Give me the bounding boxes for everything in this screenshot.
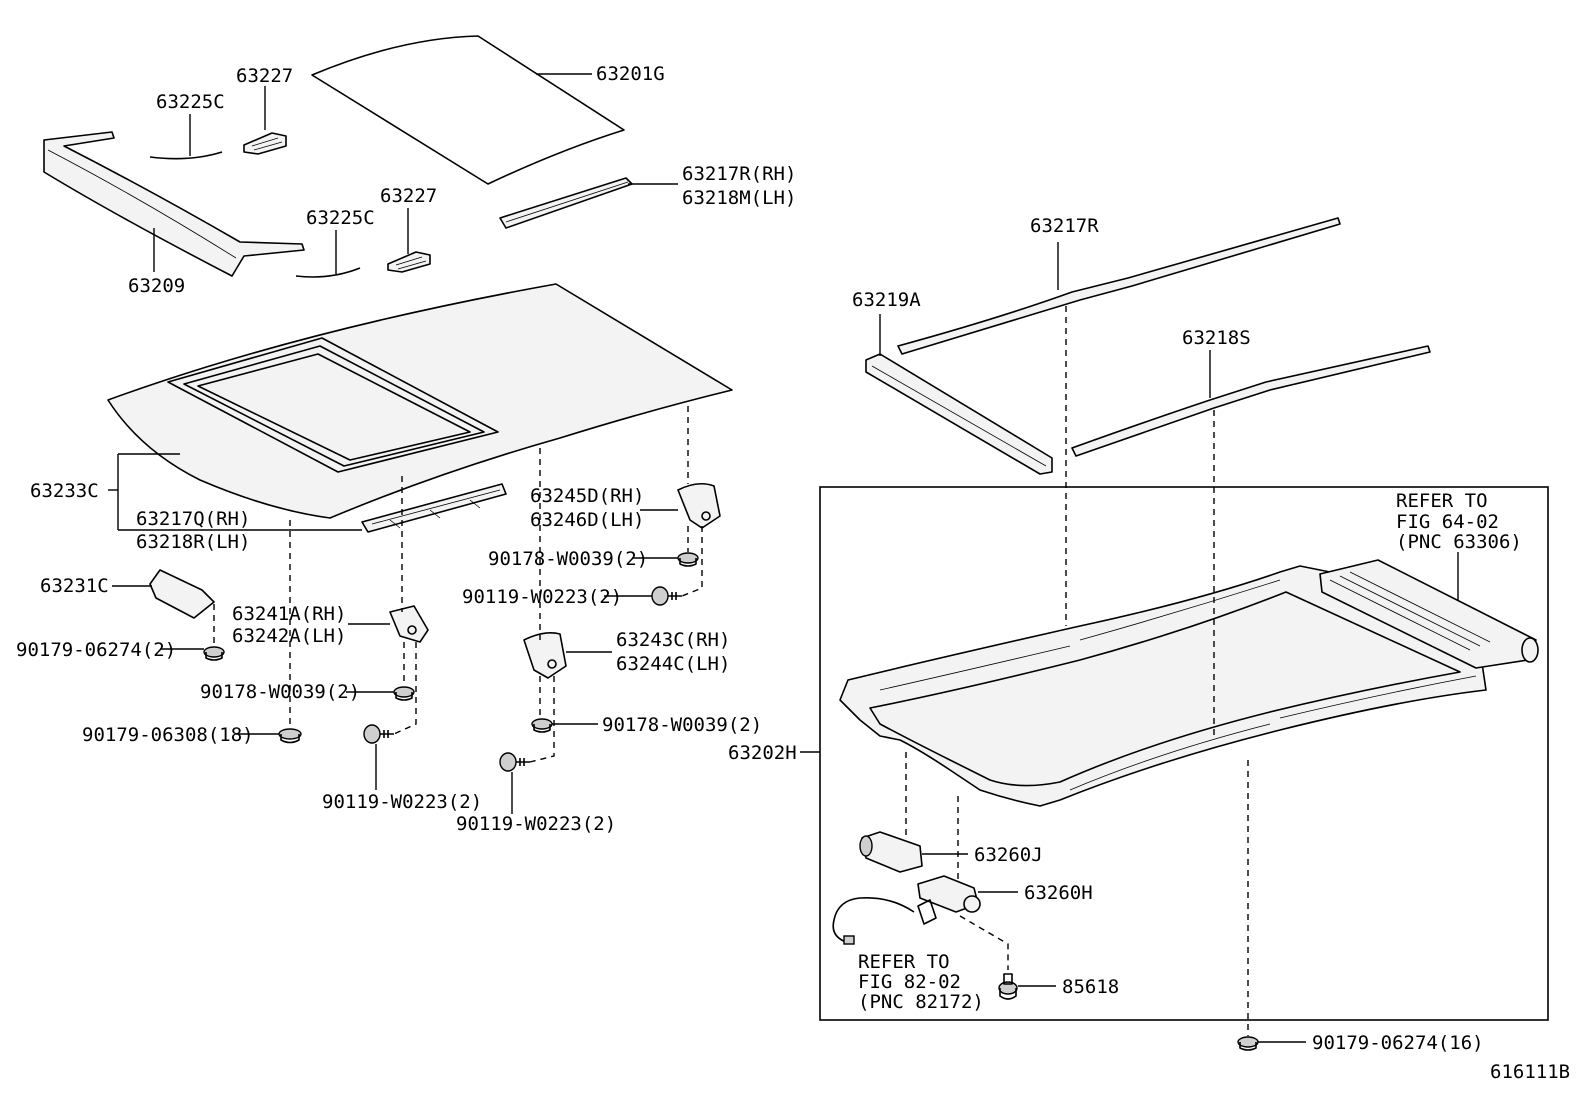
bracket-63231c: [149, 569, 215, 619]
label-63227-lower: 63227: [380, 185, 437, 207]
bracket-63245d-63246d: [677, 482, 721, 529]
screw-85618: [998, 973, 1018, 1000]
label-63241a-rh: 63241A(RH): [232, 603, 346, 625]
label-63233c: 63233C: [30, 480, 99, 502]
refer-to-fig-64-02-line1: REFER TO: [1396, 490, 1488, 512]
clip-63227-upper: [243, 132, 287, 155]
bracket-63241a-63242a: [389, 605, 429, 643]
label-63217r-rh: 63217R(RH): [682, 163, 796, 185]
label-90119-w0223-2c: 90119-W0223(2): [456, 813, 616, 835]
wire-connector: [843, 935, 855, 945]
label-63231c: 63231C: [40, 575, 109, 597]
refer-to-fig-82-02-line3: (PNC 82172): [858, 991, 984, 1013]
diagram-id: 616111B: [1490, 1061, 1570, 1083]
label-63219a: 63219A: [852, 289, 921, 311]
nut-90178-w0039-a: [393, 686, 415, 701]
label-90119-w0223-2b: 90119-W0223(2): [462, 586, 622, 608]
refer-to-fig-82-02-line1: REFER TO: [858, 951, 950, 973]
label-90178-w0039-2c: 90178-W0039(2): [602, 714, 762, 736]
bracket-63243c-63244c: [523, 632, 567, 679]
motor-63260j: [859, 831, 923, 873]
label-63242a-lh: 63242A(LH): [232, 625, 346, 647]
label-63244c-lh: 63244C(LH): [616, 653, 730, 675]
label-63218r-lh: 63218R(LH): [136, 531, 250, 553]
leader-lines: [108, 73, 1459, 1043]
nut-90179-06274-left: [203, 646, 225, 661]
label-90179-06308-18: 90179-06308(18): [82, 724, 254, 746]
label-63202h: 63202H: [728, 742, 797, 764]
label-63225c-upper: 63225C: [156, 91, 225, 113]
refer-to-fig-82-02-line2: FIG 82-02: [858, 971, 961, 993]
rail-strip-63217r-63218m: [499, 177, 633, 229]
weatherstrip-63225c-upper: [149, 151, 223, 160]
label-90179-06274-2: 90179-06274(2): [16, 639, 176, 661]
label-90119-w0223-2a: 90119-W0223(2): [322, 791, 482, 813]
label-90178-w0039-2a: 90178-W0039(2): [200, 681, 360, 703]
part-number-labels: 63201G 63227 63225C 63227 63225C 63209 6…: [16, 63, 1570, 1083]
dashed-install-lines: [213, 306, 1249, 1036]
drain-strip-63218s: [1071, 345, 1431, 457]
switch-63260h: [917, 875, 981, 925]
label-63243c-rh: 63243C(RH): [616, 629, 730, 651]
label-63260j: 63260J: [974, 844, 1043, 866]
clip-63227-lower: [387, 251, 431, 273]
label-63225c-lower: 63225C: [306, 207, 375, 229]
label-63260h: 63260H: [1024, 882, 1093, 904]
label-63245d-rh: 63245D(RH): [530, 485, 644, 507]
side-rail-63217q-63218r: [361, 483, 507, 533]
nut-90179-06308: [278, 728, 302, 744]
nut-90178-w0039-c: [531, 718, 553, 733]
drain-strip-63217r: [897, 217, 1341, 355]
header-trim-63209: [43, 131, 305, 277]
roof-sheet-63201g: [311, 35, 625, 185]
label-63201g: 63201G: [596, 63, 665, 85]
label-90178-w0039-2b: 90178-W0039(2): [488, 548, 648, 570]
bolt-90119-w0223-b: [651, 586, 682, 606]
label-63227-upper: 63227: [236, 65, 293, 87]
bolt-90119-w0223-c: [499, 752, 530, 772]
wire-harness: [832, 896, 915, 943]
refer-to-fig-64-02-line2: FIG 64-02: [1396, 511, 1499, 533]
refer-to-fig-64-02-line3: (PNC 63306): [1396, 531, 1522, 553]
headliner-63233c: [107, 283, 733, 519]
frame-group-box-63202h: [819, 486, 1549, 1021]
weatherstrip-63225c-lower: [295, 267, 361, 278]
label-63246d-lh: 63246D(LH): [530, 509, 644, 531]
label-85618: 85618: [1062, 976, 1119, 998]
label-63209: 63209: [128, 275, 185, 297]
label-63218m-lh: 63218M(LH): [682, 187, 796, 209]
nut-90179-06274-right: [1237, 1036, 1259, 1051]
label-63217q-rh: 63217Q(RH): [136, 508, 250, 530]
nut-90178-w0039-b: [677, 552, 699, 567]
label-63218s: 63218S: [1182, 327, 1251, 349]
sunroof-frame-63202h: [839, 559, 1539, 807]
label-90179-06274-16: 90179-06274(16): [1312, 1032, 1484, 1054]
bolt-90119-w0223-a: [363, 724, 394, 744]
seal-strip-63219a: [865, 353, 1053, 475]
label-63217r: 63217R: [1030, 215, 1099, 237]
